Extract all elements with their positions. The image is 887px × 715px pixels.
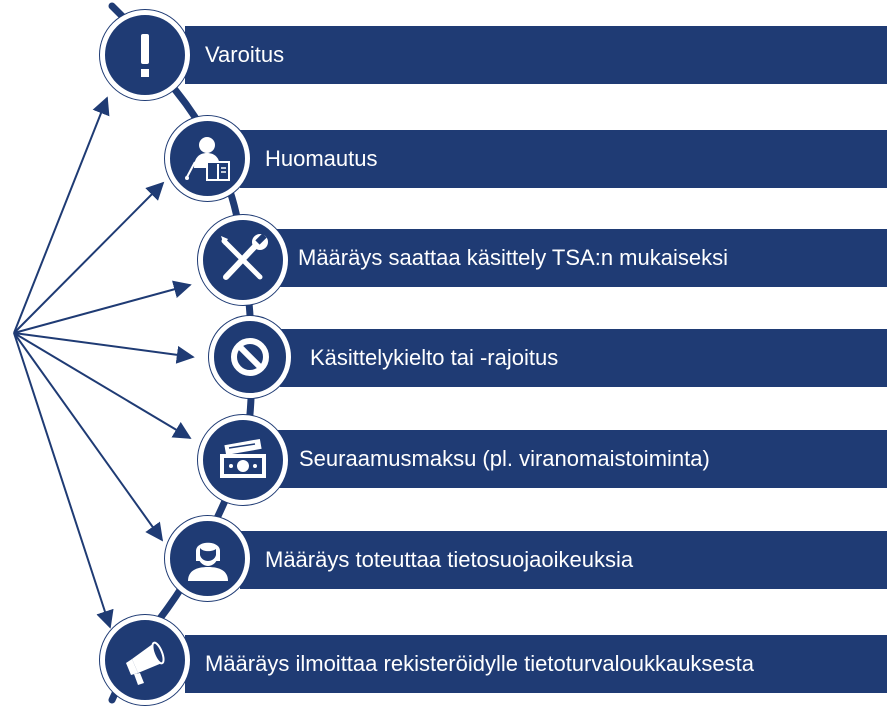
- arrow-4: [13, 332, 195, 364]
- circle-compliance-order: [198, 215, 288, 305]
- circle-data-rights-order: [165, 516, 250, 601]
- bar-label-warning: Varoitus: [205, 42, 285, 67]
- bar-label-reprimand: Huomautus: [265, 146, 378, 171]
- bar-warning: Varoitus: [185, 26, 887, 84]
- circle-reprimand: [165, 116, 250, 201]
- circle-processing-ban: [209, 316, 291, 398]
- bar-label-compliance-order: Määräys saattaa käsittely TSA:n mukaisek…: [298, 245, 728, 270]
- arrow-group: [13, 96, 195, 629]
- person-icon: [187, 542, 228, 581]
- money-icon: [220, 438, 266, 478]
- teacher-icon: [184, 136, 230, 181]
- arrow-6: [13, 332, 164, 542]
- megaphone-icon: [126, 641, 165, 685]
- bar-data-rights-order: Määräys toteuttaa tietosuojaoikeuksia: [240, 531, 887, 589]
- tools-icon: [221, 233, 268, 280]
- bar-label-breach-notification-order: Määräys ilmoittaa rekisteröidylle tietot…: [205, 651, 755, 676]
- bar-compliance-order: Määräys saattaa käsittely TSA:n mukaisek…: [268, 229, 887, 287]
- bar-label-data-rights-order: Määräys toteuttaa tietosuojaoikeuksia: [265, 547, 634, 572]
- arrow-7: [13, 332, 114, 629]
- bar-label-processing-ban: Käsittelykielto tai -rajoitus: [310, 345, 559, 370]
- circle-warning: [100, 10, 190, 100]
- prohibited-icon: [231, 338, 269, 376]
- circle-breach-notification-order: [100, 615, 190, 705]
- arrow-1: [13, 96, 110, 334]
- arrow-2: [13, 181, 165, 334]
- circle-administrative-fine: [198, 415, 288, 505]
- exclamation-icon: [141, 34, 149, 77]
- arrow-3: [13, 280, 192, 334]
- bar-reprimand: Huomautus: [240, 130, 887, 188]
- arrow-5: [13, 332, 192, 439]
- bar-processing-ban: Käsittelykielto tai -rajoitus: [280, 329, 887, 387]
- bar-label-administrative-fine: Seuraamusmaksu (pl. viranomaistoiminta): [299, 446, 710, 471]
- bar-administrative-fine: Seuraamusmaksu (pl. viranomaistoiminta): [268, 430, 887, 488]
- bar-breach-notification-order: Määräys ilmoittaa rekisteröidylle tietot…: [185, 635, 887, 693]
